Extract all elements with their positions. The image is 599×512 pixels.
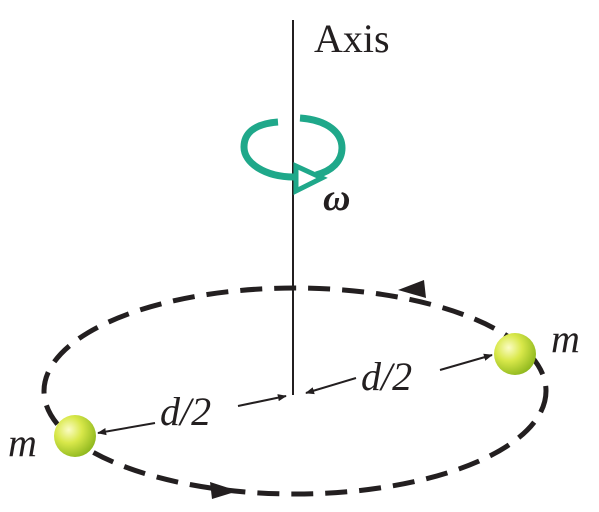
half-distance-label-left: d/2: [160, 389, 211, 434]
mass-right: [494, 333, 536, 375]
half-distance-label-right: d/2: [361, 354, 412, 399]
orbit-direction-arrow-lower: [210, 482, 238, 499]
mass-left: [54, 415, 96, 457]
rotation-arrow-icon: [240, 114, 346, 196]
axis-label: Axis: [314, 16, 390, 61]
left-distance-arrow: [97, 422, 156, 436]
mass-label-left: m: [8, 420, 37, 465]
mass-label-right: m: [551, 316, 580, 361]
right-distance-arrow: [305, 377, 357, 395]
omega-label: ω: [323, 177, 350, 219]
orbit-direction-arrow-upper: [398, 280, 426, 298]
right-distance-arrow-outer: [439, 353, 493, 371]
left-distance-arrow-inner: [237, 394, 287, 407]
orbit-path: [41, 285, 549, 497]
